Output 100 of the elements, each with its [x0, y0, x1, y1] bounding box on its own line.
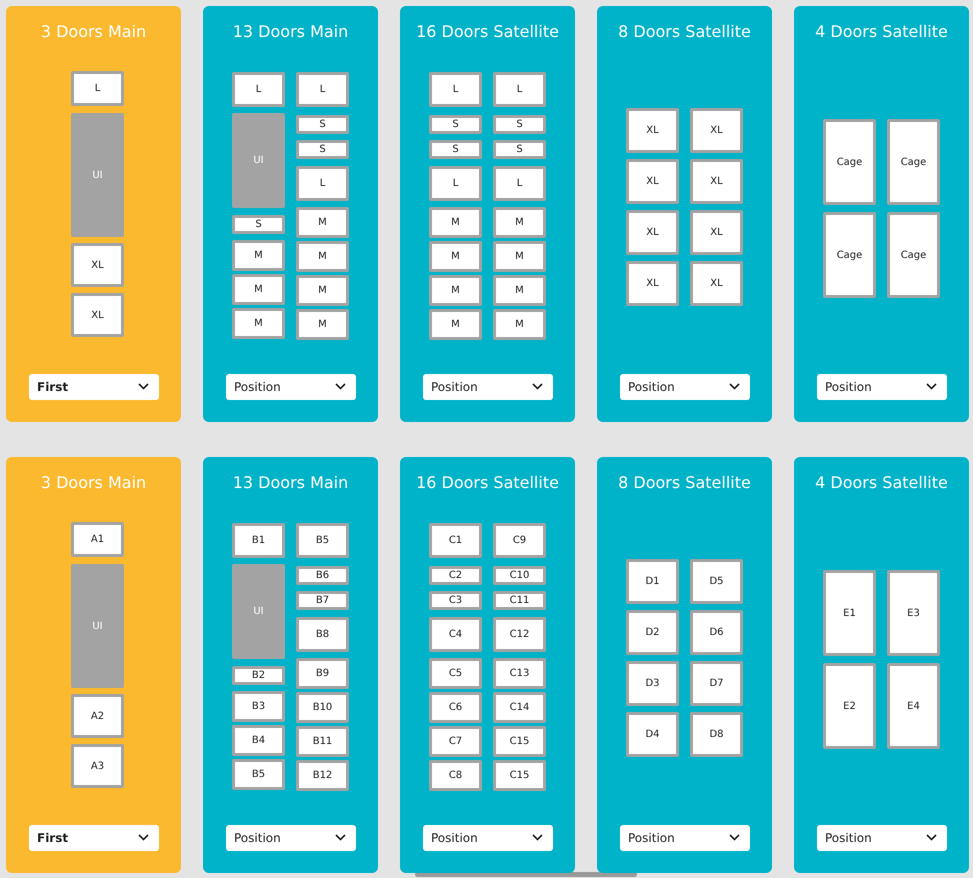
- door-slot: C11: [493, 591, 546, 610]
- door-slot: M: [429, 275, 482, 306]
- door-slot: A2: [71, 694, 124, 738]
- dropdown-select: Position: [423, 374, 553, 400]
- door-slot: C15: [493, 726, 546, 757]
- door-slot: D3: [626, 661, 679, 706]
- door-slot: B10: [296, 692, 349, 723]
- door-slot: L: [232, 72, 285, 107]
- door-slot: S: [232, 215, 285, 234]
- door-slot: D6: [690, 610, 743, 655]
- door-slot: M: [429, 309, 482, 340]
- panel-card: [400, 457, 575, 873]
- door-slot: C3: [429, 591, 482, 610]
- door-slot: S: [429, 115, 482, 134]
- door-slot: C12: [493, 617, 546, 652]
- panel-title: 4 Doors Satellite: [814, 473, 949, 492]
- door-slot: C7: [429, 726, 482, 757]
- dropdown-select: Position: [423, 825, 553, 851]
- dropdown-select: First: [29, 374, 159, 400]
- panel-title: 3 Doors Main: [40, 22, 148, 41]
- door-slot: C8: [429, 760, 482, 791]
- door-slot: C5: [429, 658, 482, 689]
- door-slot: S: [429, 140, 482, 159]
- panel-card: [794, 457, 969, 873]
- door-slot: B2: [232, 666, 285, 685]
- panel-card: [6, 457, 181, 873]
- door-slot: B1: [232, 523, 285, 558]
- door-slot: B11: [296, 726, 349, 757]
- door-slot: Cage: [887, 212, 940, 298]
- door-slot: L: [429, 72, 482, 107]
- door-slot: M: [296, 207, 349, 238]
- door-slot: C4: [429, 617, 482, 652]
- door-slot: D8: [690, 712, 743, 757]
- door-slot: L: [296, 72, 349, 107]
- door-slot: C13: [493, 658, 546, 689]
- door-slot: XL: [690, 159, 743, 204]
- panel-title: 16 Doors Satellite: [415, 473, 560, 492]
- door-slot: B5: [232, 759, 285, 790]
- panel-card: [6, 6, 181, 422]
- door-slot: Cage: [823, 119, 876, 205]
- door-slot: M: [232, 240, 285, 271]
- door-slot: D1: [626, 559, 679, 604]
- door-slot: XL: [690, 210, 743, 255]
- door-slot: C2: [429, 566, 482, 585]
- door-slot: C14: [493, 692, 546, 723]
- panel-card: [597, 457, 772, 873]
- door-slot: B7: [296, 591, 349, 610]
- door-slot: M: [493, 207, 546, 238]
- dropdown-select: Position: [226, 825, 356, 851]
- door-slot: M: [296, 275, 349, 306]
- door-slot: L: [71, 71, 124, 106]
- panel-title: 13 Doors Main: [232, 473, 350, 492]
- door-slot: E1: [823, 570, 876, 656]
- dropdown-select: Position: [817, 825, 947, 851]
- door-slot: S: [493, 140, 546, 159]
- door-slot: C6: [429, 692, 482, 723]
- door-slot: M: [493, 309, 546, 340]
- door-slot: XL: [626, 210, 679, 255]
- dropdown-select: First: [29, 825, 159, 851]
- panel-card: [203, 6, 378, 422]
- ui-block: UI: [71, 113, 124, 237]
- door-slot: M: [493, 275, 546, 306]
- dropdown-select: Position: [620, 374, 750, 400]
- door-slot: D7: [690, 661, 743, 706]
- door-slot: A3: [71, 744, 124, 788]
- door-slot: L: [296, 166, 349, 201]
- door-slot: B4: [232, 725, 285, 756]
- panel-title: 16 Doors Satellite: [415, 22, 560, 41]
- door-slot: XL: [71, 293, 124, 337]
- door-slot: E2: [823, 663, 876, 749]
- door-slot: C10: [493, 566, 546, 585]
- panel-title: 3 Doors Main: [40, 473, 148, 492]
- door-slot: XL: [690, 108, 743, 153]
- door-slot: E4: [887, 663, 940, 749]
- door-slot: E3: [887, 570, 940, 656]
- door-slot: B9: [296, 658, 349, 689]
- door-slot: B6: [296, 566, 349, 585]
- door-slot: XL: [626, 261, 679, 306]
- door-slot: XL: [626, 159, 679, 204]
- door-slot: B3: [232, 691, 285, 722]
- panel-card: [794, 6, 969, 422]
- door-slot: M: [429, 207, 482, 238]
- panel-card: [400, 6, 575, 422]
- door-slot: C9: [493, 523, 546, 558]
- door-slot: L: [493, 166, 546, 201]
- door-slot: XL: [626, 108, 679, 153]
- panel-title: 4 Doors Satellite: [814, 22, 949, 41]
- door-slot: B12: [296, 760, 349, 791]
- door-slot: B5: [296, 523, 349, 558]
- door-slot: D4: [626, 712, 679, 757]
- door-slot: XL: [690, 261, 743, 306]
- door-slot: L: [429, 166, 482, 201]
- door-slot: Cage: [887, 119, 940, 205]
- ui-block: UI: [232, 113, 285, 208]
- panel-title: 8 Doors Satellite: [617, 22, 752, 41]
- door-slot: M: [296, 309, 349, 340]
- door-slot: M: [493, 241, 546, 272]
- panel-card: [203, 457, 378, 873]
- panel-card: [597, 6, 772, 422]
- door-slot: XL: [71, 243, 124, 287]
